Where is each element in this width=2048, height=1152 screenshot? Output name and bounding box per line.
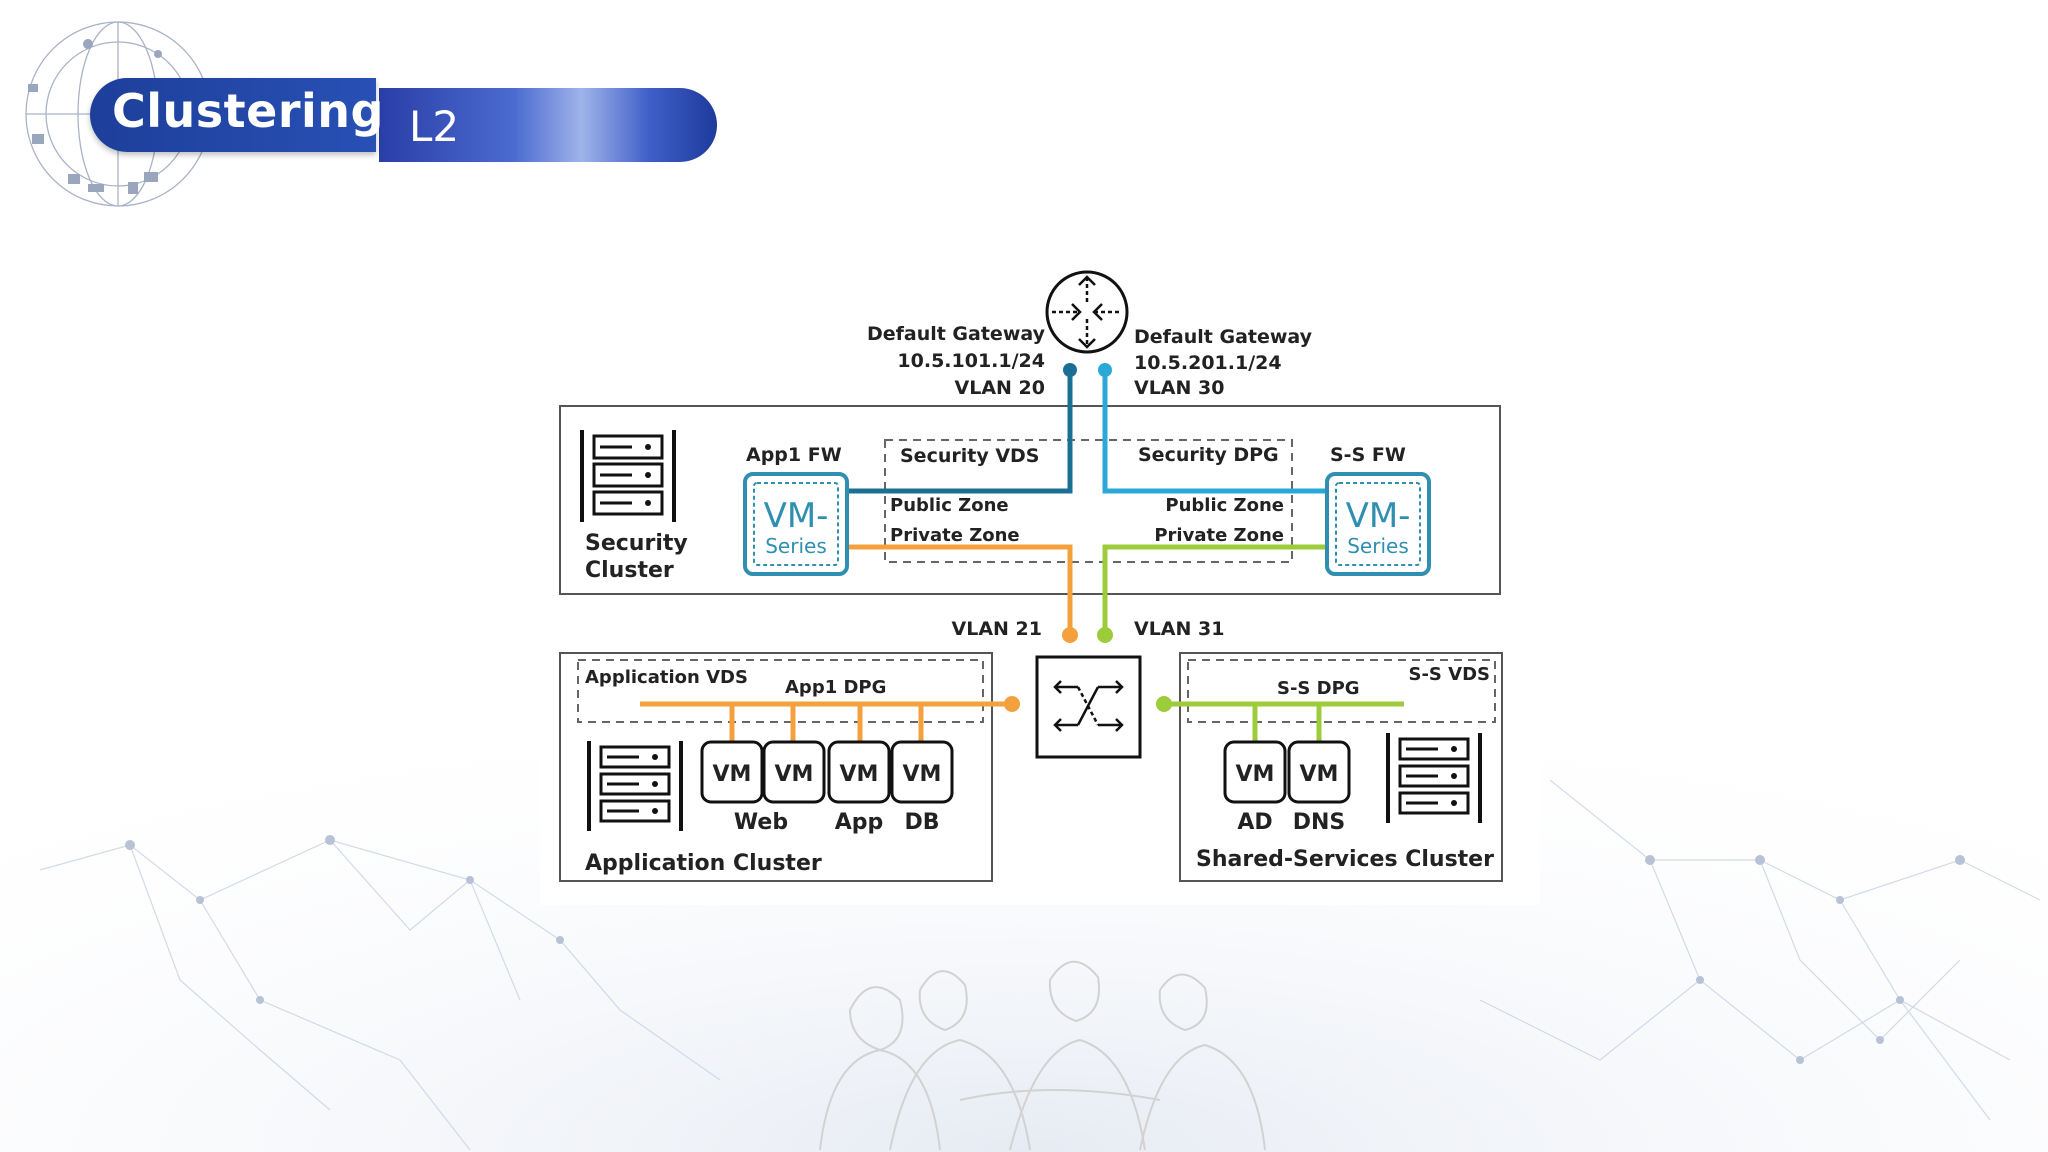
ss-fw-label: S-S FW [1330, 444, 1406, 466]
title-banner: Clustering [90, 78, 383, 152]
vlan20-link [844, 370, 1073, 494]
shared-services-cluster-box [1179, 652, 1503, 882]
vm-series-left-bottom: Series [765, 534, 827, 558]
server-rack-icon [587, 741, 683, 831]
gateway-left-label: Default Gateway [867, 323, 1046, 345]
app-fw-label: App1 FW [746, 444, 842, 466]
vm-label: VM [1236, 762, 1275, 787]
page-title: Clustering [112, 84, 384, 138]
gateway-right-label: Default Gateway [1134, 326, 1313, 348]
role-web: Web [734, 810, 788, 835]
app1-dpg-port [1004, 696, 1020, 712]
security-cluster-name-line1: Security [585, 531, 688, 556]
vm-db: VM [890, 740, 954, 804]
vm-series-left-top: VM- [764, 496, 829, 536]
router-icon [1045, 270, 1129, 354]
ss-vds-label: S-S VDS [1408, 664, 1490, 685]
application-cluster-box [559, 652, 993, 882]
vlan31-port [1097, 627, 1113, 643]
server-rack-icon [580, 430, 676, 522]
gateway-left-ip: 10.5.101.1/24 [897, 350, 1045, 372]
vm-series-firewall-right: VM- Series [1325, 472, 1431, 576]
vm-app: VM [827, 740, 891, 804]
ss-vds-box [1187, 659, 1496, 723]
vlan21-label: VLAN 21 [952, 618, 1042, 640]
server-rack-icon [1386, 733, 1482, 823]
ss-dpg-link [1164, 701, 1404, 745]
shared-services-cluster-name: Shared-Services Cluster [1196, 847, 1494, 872]
gateway-right-ip: 10.5.201.1/24 [1134, 352, 1282, 374]
vlan30-port [1098, 363, 1112, 377]
vlan20-port [1063, 363, 1077, 377]
security-vds-label: Security VDS [900, 445, 1040, 467]
vm-dns: VM [1287, 740, 1351, 804]
vm-ad: VM [1223, 740, 1287, 804]
vlan21-link [844, 544, 1073, 635]
vm-web-2: VM [762, 740, 826, 804]
app1-dpg-label: App1 DPG [785, 677, 886, 698]
role-ad: AD [1237, 810, 1272, 835]
subtitle-banner: L2 [379, 88, 717, 162]
vm-label: VM [840, 762, 879, 787]
application-vds-label: Application VDS [585, 667, 748, 688]
network-diagram: Default Gateway 10.5.101.1/24 VLAN 20 De… [540, 255, 1540, 905]
vlan21-port [1062, 627, 1078, 643]
role-db: DB [904, 810, 939, 835]
security-cluster-box [559, 405, 1501, 595]
public-zone-left: Public Zone [890, 495, 1009, 516]
vlan31-link [1102, 544, 1325, 635]
subtitle-text: L2 [409, 102, 460, 151]
role-dns: DNS [1293, 810, 1346, 835]
ss-dpg-label: S-S DPG [1277, 678, 1360, 699]
private-zone-right: Private Zone [1154, 525, 1284, 546]
people-sketch-illustration [819, 960, 1266, 1151]
security-vds-box [884, 439, 1293, 563]
vm-label: VM [713, 762, 752, 787]
ss-dpg-port [1156, 696, 1172, 712]
vm-label: VM [903, 762, 942, 787]
application-cluster-name: Application Cluster [585, 851, 822, 876]
vlan30-link [1102, 370, 1325, 494]
application-vds-box [577, 659, 984, 723]
vm-web: VM [700, 740, 764, 804]
switch-icon [1035, 655, 1142, 759]
private-zone-left: Private Zone [890, 525, 1020, 546]
public-zone-right: Public Zone [1165, 495, 1284, 516]
gateway-right-vlan: VLAN 30 [1134, 377, 1224, 399]
security-dpg-label: Security DPG [1138, 444, 1279, 466]
vm-series-right-bottom: Series [1347, 534, 1409, 558]
vm-series-firewall-left: VM- Series [743, 472, 849, 576]
gateway-left-vlan: VLAN 20 [955, 377, 1045, 399]
role-app: App [835, 810, 884, 835]
vm-label: VM [1300, 762, 1339, 787]
security-cluster-name-line2: Cluster [585, 558, 674, 583]
vm-label: VM [775, 762, 814, 787]
app1-dpg-link [640, 701, 1012, 745]
vlan31-label: VLAN 31 [1134, 618, 1224, 640]
vm-series-right-top: VM- [1346, 496, 1411, 536]
